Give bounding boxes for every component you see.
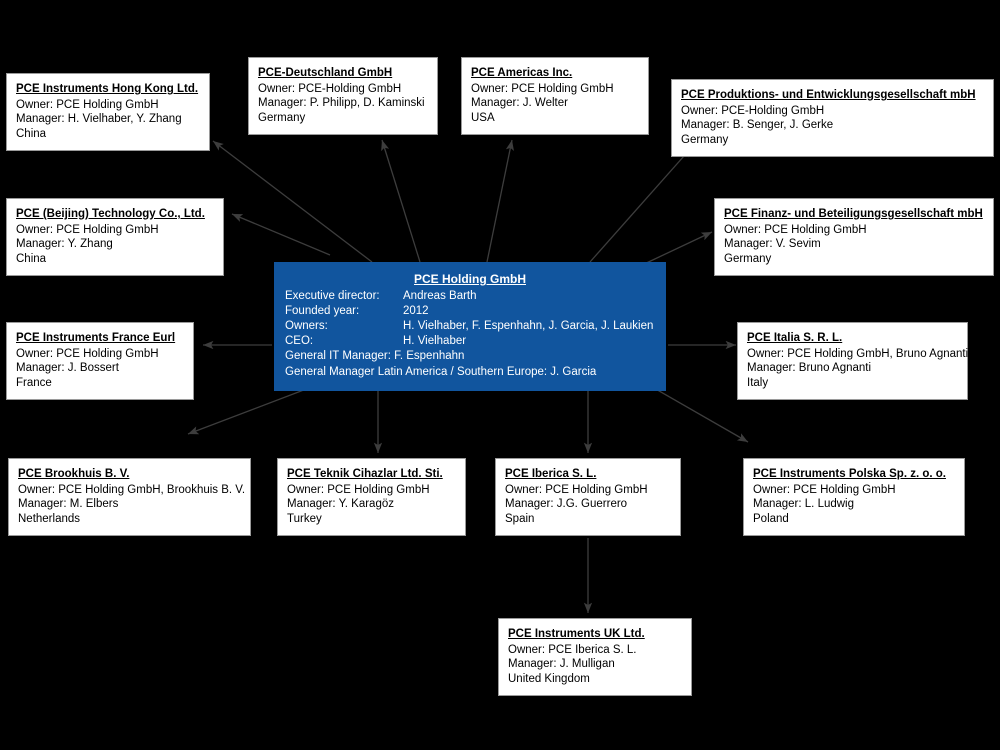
node-owner: Owner: PCE Holding GmbH [471,82,614,95]
node-country: Germany [724,252,772,265]
node-owner: Owner: PCE-Holding GmbH [681,104,825,117]
node-manager: Manager: J. Bossert [16,362,119,375]
node-owner: Owner: PCE Holding GmbH [287,483,430,496]
node-title: PCE Italia S. R. L. [747,332,843,344]
root-row-ceo: CEO: H. Vielhaber [285,334,655,349]
node-uk[interactable]: PCE Instruments UK Ltd. Owner: PCE Iberi… [498,618,692,697]
node-manager: Manager: Y. Zhang [16,238,113,251]
node-owner: Owner: PCE-Holding GmbH [258,82,402,95]
node-finanz[interactable]: PCE Finanz- und Beteiligungsgesellschaft… [714,198,994,277]
edge-root-americas [486,139,514,263]
node-manager: Manager: L. Ludwig [753,498,855,511]
node-owner: Owner: PCE Holding GmbH [16,347,159,360]
node-hong-kong[interactable]: PCE Instruments Hong Kong Ltd. Owner: PC… [6,73,210,152]
node-title: PCE Instruments France Eurl [16,332,176,344]
node-brookhuis[interactable]: PCE Brookhuis B. V. Owner: PCE Holding G… [8,458,251,537]
root-row-key: Owners: [285,320,328,332]
edge-root-deutschland [381,139,421,263]
node-country: Germany [681,133,729,146]
node-title: PCE-Deutschland GmbH [258,67,393,79]
edge-root-produktions [589,146,693,263]
node-teknik[interactable]: PCE Teknik Cihazlar Ltd. Sti. Owner: PCE… [277,458,466,537]
node-title: PCE Iberica S. L. [505,468,597,480]
root-row-executive-director: Executive director: Andreas Barth [285,289,655,304]
root-row-general-it-manager: General IT Manager: F. Espenhahn [285,350,465,363]
node-owner: Owner: PCE Iberica S. L. [508,643,637,656]
root-row-key: Founded year: [285,304,360,317]
node-owner: Owner: PCE Holding GmbH [16,98,159,111]
node-title: PCE Instruments Hong Kong Ltd. [16,83,199,95]
node-manager: Manager: V. Sevim [724,238,821,251]
node-americas[interactable]: PCE Americas Inc. Owner: PCE Holding Gmb… [461,57,649,136]
node-country: China [16,127,47,140]
node-manager: Manager: Bruno Agnanti [747,362,872,375]
node-owner: Owner: PCE Holding GmbH, Brookhuis B. V. [18,483,246,496]
node-manager: Manager: J. Welter [471,97,568,110]
node-beijing[interactable]: PCE (Beijing) Technology Co., Ltd. Owner… [6,198,224,277]
node-title: PCE Brookhuis B. V. [18,468,130,480]
node-deutschland[interactable]: PCE-Deutschland GmbH Owner: PCE-Holding … [248,57,438,136]
node-country: Netherlands [18,512,81,525]
node-manager: Manager: Y. Karagöz [287,498,394,511]
node-france[interactable]: PCE Instruments France Eurl Owner: PCE H… [6,322,194,401]
node-title: PCE Instruments UK Ltd. [508,628,645,640]
node-italia[interactable]: PCE Italia S. R. L. Owner: PCE Holding G… [737,322,969,401]
node-country: USA [471,111,495,124]
node-country: France [16,376,52,389]
root-row-owners: Owners: H. Vielhaber, F. Espenhahn, J. Ga… [285,319,655,334]
node-polska[interactable]: PCE Instruments Polska Sp. z. o. o. Owne… [743,458,965,537]
node-owner: Owner: PCE Holding GmbH [16,223,159,236]
node-manager: Manager: B. Senger, J. Gerke [681,119,834,132]
node-manager: Manager: M. Elbers [18,498,119,511]
node-manager: Manager: J.G. Guerrero [505,498,628,511]
node-title: PCE Finanz- und Beteiligungsgesellschaft… [724,208,983,220]
node-country: China [16,252,47,265]
root-row-value: Andreas Barth [403,289,477,302]
node-iberica[interactable]: PCE Iberica S. L. Owner: PCE Holding Gmb… [495,458,681,537]
root-row-key: CEO: [285,335,314,348]
node-title: PCE Produktions- und Entwicklungsgesells… [681,89,976,101]
node-country: Spain [505,512,535,525]
root-row-value: H. Vielhaber, F. Espenhahn, J. Garcia, J… [403,320,654,332]
node-owner: Owner: PCE Holding GmbH, Bruno Agnanti [747,347,969,360]
node-manager: Manager: H. Vielhaber, Y. Zhang [16,113,182,126]
node-owner: Owner: PCE Holding GmbH [753,483,896,496]
node-country: United Kingdom [508,672,590,685]
node-owner: Owner: PCE Holding GmbH [505,483,648,496]
edge-root-finanz [639,231,713,267]
root-row-founded-year: Founded year: 2012 [285,304,655,319]
node-manager: Manager: J. Mulligan [508,658,615,671]
node-country: Germany [258,111,306,124]
node-manager: Manager: P. Philipp, D. Kaminski [258,97,425,110]
node-country: Poland [753,512,789,525]
node-owner: Owner: PCE Holding GmbH [724,223,867,236]
node-title: PCE Americas Inc. [471,67,573,79]
node-title: PCE Instruments Polska Sp. z. o. o. [753,468,946,480]
node-title: PCE Teknik Cihazlar Ltd. Sti. [287,468,443,480]
root-row-general-manager-latam: General Manager Latin America / Southern… [285,365,597,378]
root-title: PCE Holding GmbH [414,272,526,286]
root-row-value: 2012 [403,304,429,317]
root-row-key: Executive director: [285,289,380,302]
root-row-value: H. Vielhaber [403,335,467,348]
node-title: PCE (Beijing) Technology Co., Ltd. [16,208,205,220]
node-produktions[interactable]: PCE Produktions- und Entwicklungsgesells… [671,79,994,158]
node-country: Italy [747,376,769,389]
node-country: Turkey [287,512,322,525]
edge-root-hong-kong [212,140,373,263]
node-root-pce-holding[interactable]: PCE Holding GmbH Executive director: Andr… [274,262,666,391]
edge-root-beijing [231,213,331,256]
